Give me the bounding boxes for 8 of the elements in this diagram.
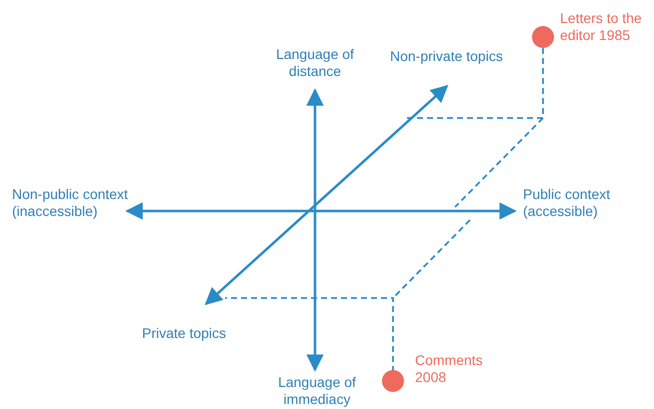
point-label: Letters to the editor 1985 — [560, 10, 643, 44]
axis-label: Non-public context (inaccessible) — [12, 186, 129, 220]
axis-label: Non-private topics — [390, 48, 504, 65]
point-label: Comments 2008 — [415, 352, 484, 386]
axis-label: Language of distance — [275, 46, 355, 80]
axis-label: Language of immediacy — [277, 374, 357, 408]
axis-label: Public context (accessible) — [523, 186, 612, 220]
axis-label: Private topics — [142, 325, 228, 342]
